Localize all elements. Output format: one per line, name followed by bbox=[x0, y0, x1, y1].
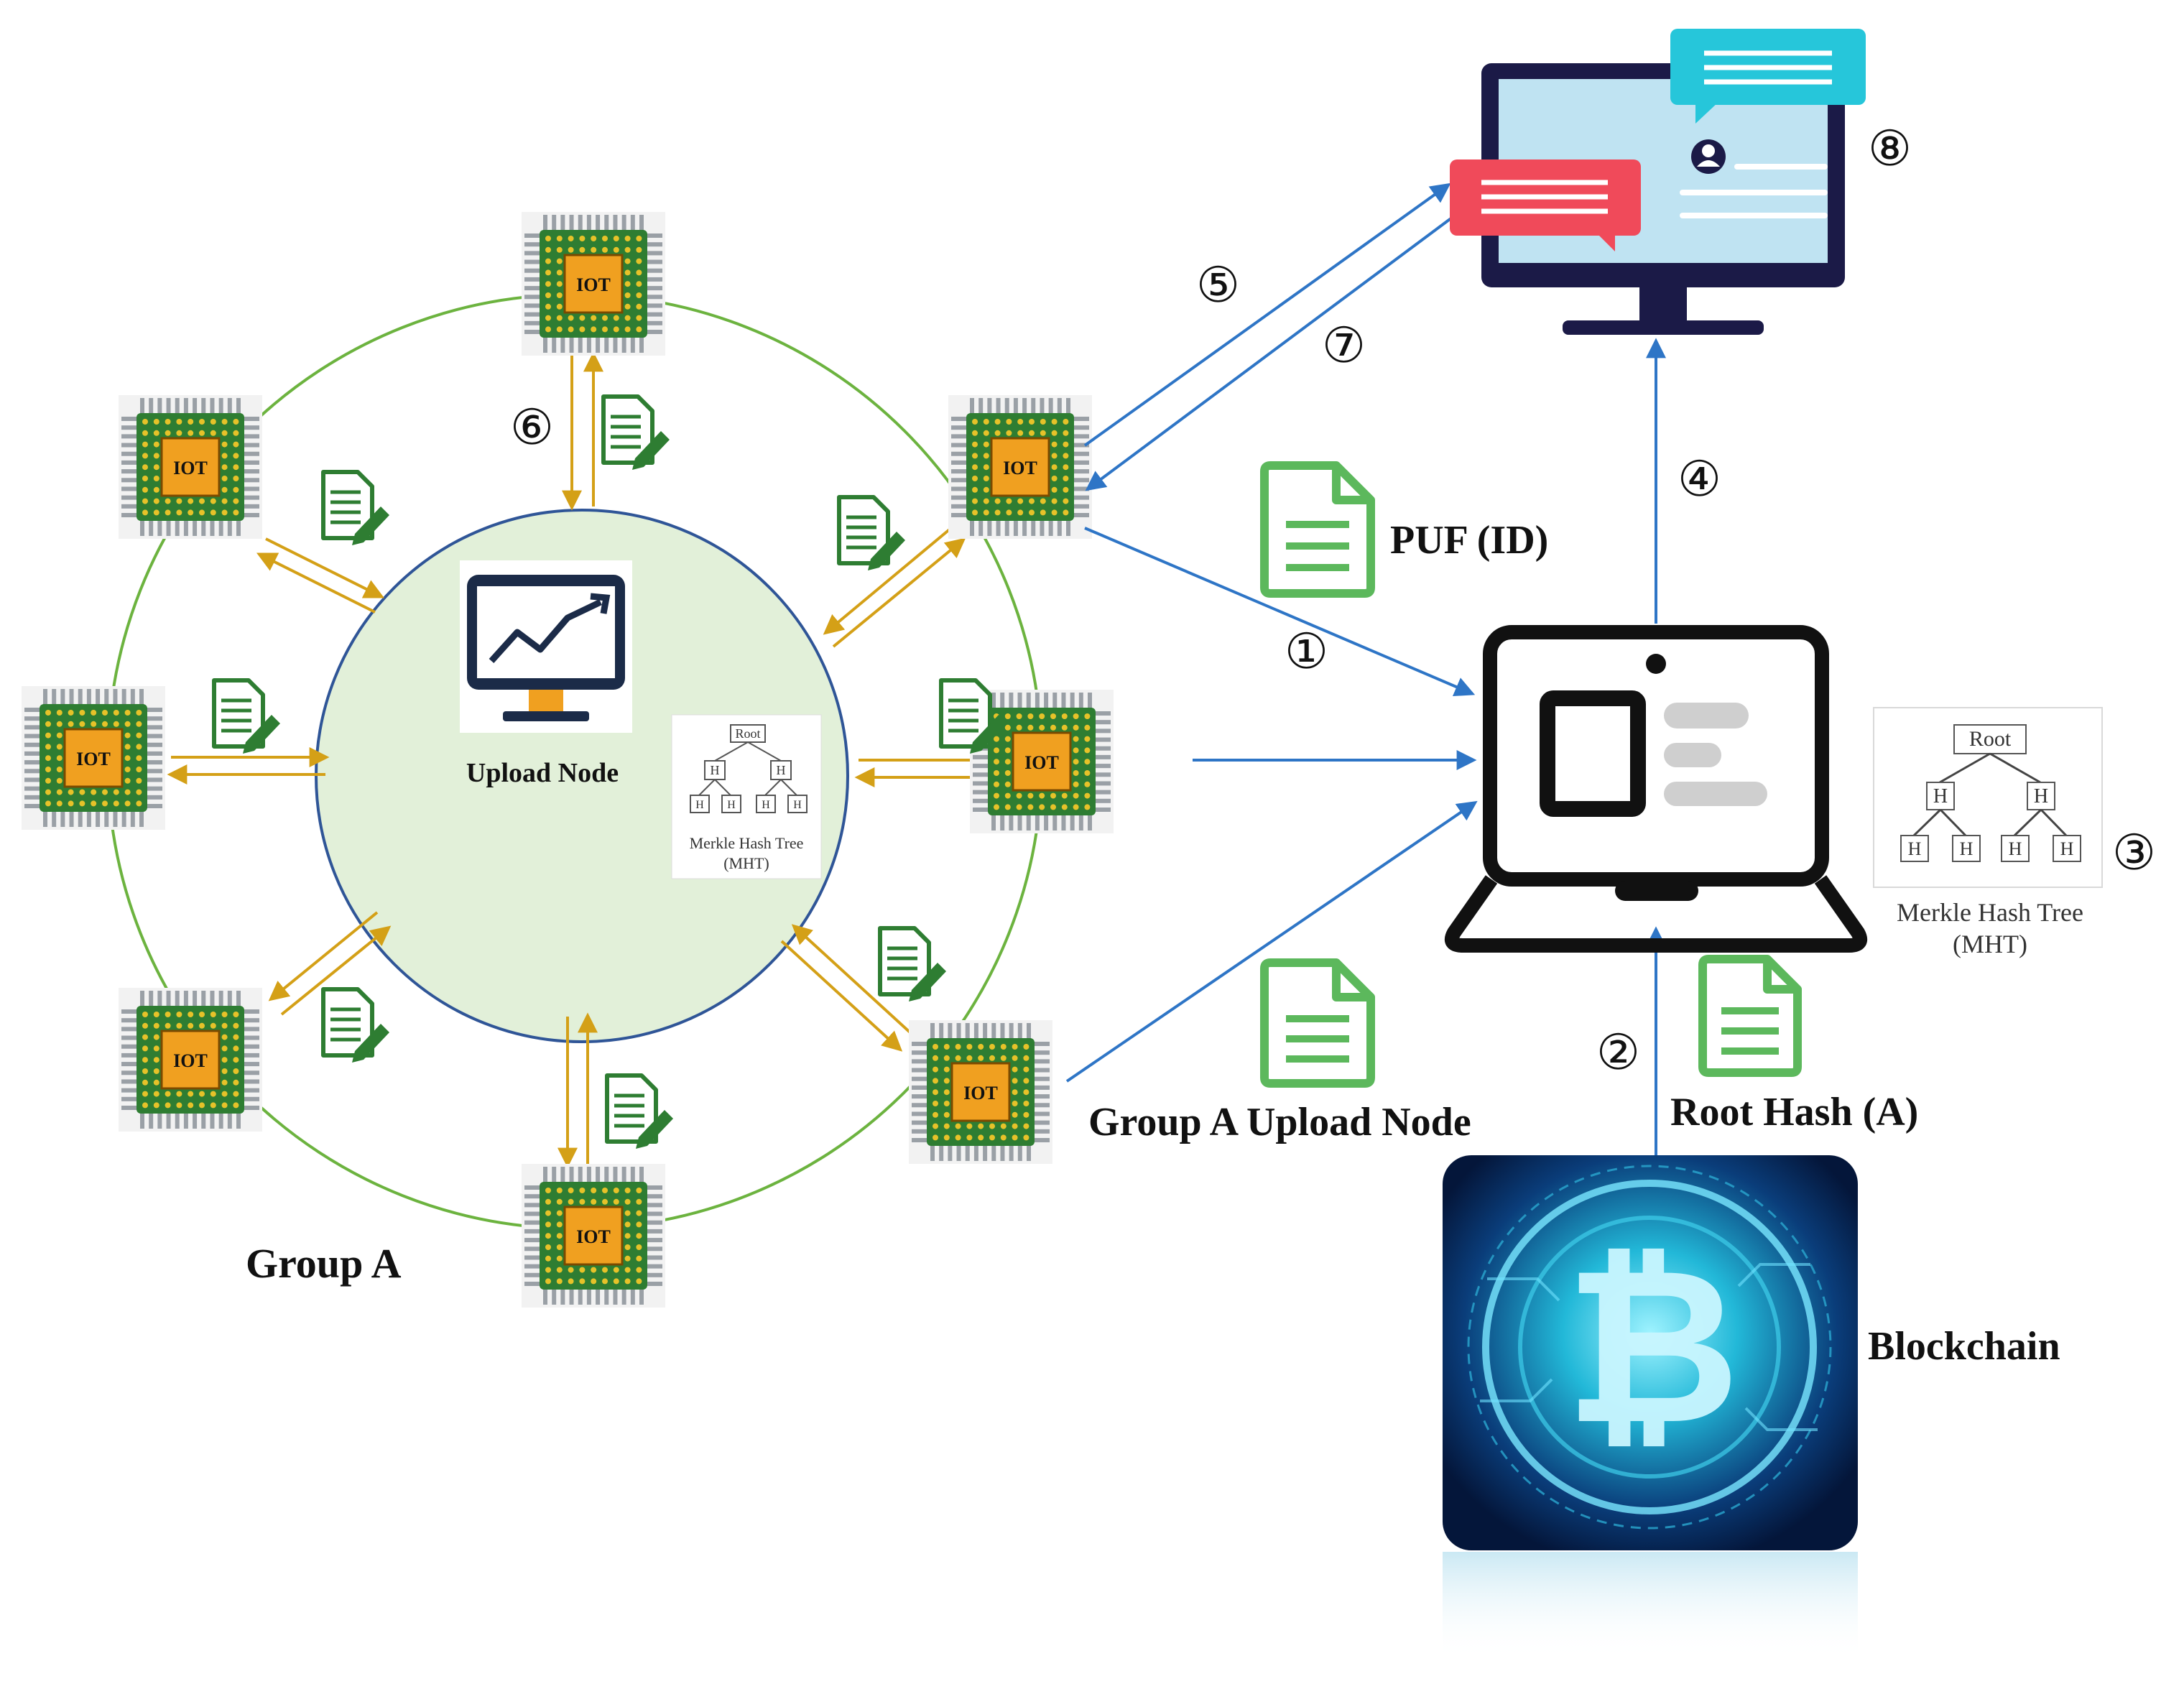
step-2: ② bbox=[1596, 1024, 1640, 1081]
mht-large-h1: H bbox=[1933, 785, 1948, 808]
edit-document-icon bbox=[321, 470, 389, 545]
puf-id-label: PUF (ID) bbox=[1390, 518, 1548, 563]
edit-doc-icons bbox=[212, 394, 1007, 1149]
root-hash-label: Root Hash (A) bbox=[1670, 1090, 1918, 1134]
mht-small: Root H H H H H H Merkle Hash Tree (MHT) bbox=[671, 714, 822, 879]
blockchain-label: Blockchain bbox=[1868, 1324, 2060, 1369]
mht-large-leaf4: H bbox=[2060, 838, 2074, 859]
analytics-monitor-icon bbox=[460, 560, 632, 733]
iot-chip-lower-left: IOT bbox=[119, 988, 262, 1132]
mht-small-leaf3: H bbox=[762, 799, 770, 811]
edit-document-icon bbox=[321, 987, 389, 1063]
iot-chip-label: IOT bbox=[963, 1083, 998, 1104]
bitcoin-symbol-icon: ₿ bbox=[1565, 1221, 1740, 1472]
upload-node-label: Upload Node bbox=[466, 758, 619, 788]
iot-chip-bottom: IOT bbox=[522, 1164, 665, 1308]
doc-icon-root-hash bbox=[1698, 955, 1802, 1077]
edit-document-icon bbox=[878, 926, 946, 1001]
iot-chip-label: IOT bbox=[576, 1226, 611, 1247]
iot-chip-upper-right: IOT bbox=[948, 395, 1092, 539]
mht-large-leaf2: H bbox=[1960, 838, 1974, 859]
iot-chip-right: IOT bbox=[970, 690, 1114, 833]
chat-bubble-red-icon bbox=[1450, 159, 1641, 251]
mht-small-h1: H bbox=[711, 763, 720, 777]
mht-large-root: Root bbox=[1969, 727, 2012, 751]
edit-document-icon bbox=[601, 394, 670, 470]
mht-large-caption-1: Merkle Hash Tree bbox=[1897, 898, 2083, 927]
mht-small-h2: H bbox=[777, 763, 786, 777]
gold-arrows bbox=[167, 351, 1046, 1168]
chat-bubble-cyan-icon bbox=[1670, 29, 1866, 124]
mht-small-caption-1: Merkle Hash Tree bbox=[690, 834, 804, 852]
step-1: ① bbox=[1285, 624, 1328, 680]
edit-document-icon bbox=[605, 1073, 673, 1149]
iot-chip-label: IOT bbox=[1024, 752, 1059, 773]
blue-arrows bbox=[1065, 182, 1666, 1157]
step-4: ④ bbox=[1678, 451, 1721, 508]
edit-document-icon bbox=[837, 495, 905, 570]
iot-chip-top: IOT bbox=[522, 212, 665, 356]
iot-chip-upper-left: IOT bbox=[119, 395, 262, 539]
iot-chip-label: IOT bbox=[173, 458, 208, 478]
iot-chip-left: IOT bbox=[22, 686, 165, 830]
step-6: ⑥ bbox=[510, 399, 554, 456]
mht-large-leaf3: H bbox=[2009, 838, 2022, 859]
laptop-icon bbox=[1445, 625, 1867, 953]
step-7: ⑦ bbox=[1322, 318, 1366, 374]
step-5: ⑤ bbox=[1196, 257, 1240, 314]
group-a-label: Group A bbox=[246, 1240, 402, 1287]
iot-chip-label: IOT bbox=[173, 1050, 208, 1071]
group-a-upload-node-label: Group A Upload Node bbox=[1088, 1100, 1471, 1144]
mht-small-leaf1: H bbox=[695, 799, 704, 811]
blockchain-bitcoin-image: ₿ bbox=[1443, 1155, 1858, 1660]
mht-large-h2: H bbox=[2034, 785, 2048, 808]
monitor-icon bbox=[1450, 29, 1866, 335]
mht-large-leaf1: H bbox=[1908, 838, 1922, 859]
step-3: ③ bbox=[2112, 825, 2156, 882]
iot-chip-label: IOT bbox=[1003, 458, 1037, 478]
step-8: ⑧ bbox=[1868, 121, 1912, 177]
doc-icon-group-a bbox=[1260, 958, 1375, 1088]
mht-small-root: Root bbox=[735, 726, 760, 741]
mht-small-leaf2: H bbox=[727, 799, 736, 811]
doc-icon-puf bbox=[1260, 461, 1375, 598]
mht-large: Root H H H H H H bbox=[1873, 707, 2103, 888]
edit-document-icon bbox=[212, 678, 280, 754]
mht-small-leaf4: H bbox=[793, 799, 802, 811]
edit-document-icon bbox=[939, 678, 1007, 754]
mht-small-caption-2: (MHT) bbox=[723, 854, 769, 872]
iot-chips: IOT IOT IOT IOT IOT IOT IOT IOT bbox=[22, 212, 1114, 1308]
mht-large-caption-2: (MHT) bbox=[1953, 930, 2027, 958]
iot-chip-label: IOT bbox=[76, 749, 111, 769]
iot-chip-label: IOT bbox=[576, 274, 611, 295]
iot-chip-group-a-upload: IOT bbox=[909, 1020, 1052, 1164]
